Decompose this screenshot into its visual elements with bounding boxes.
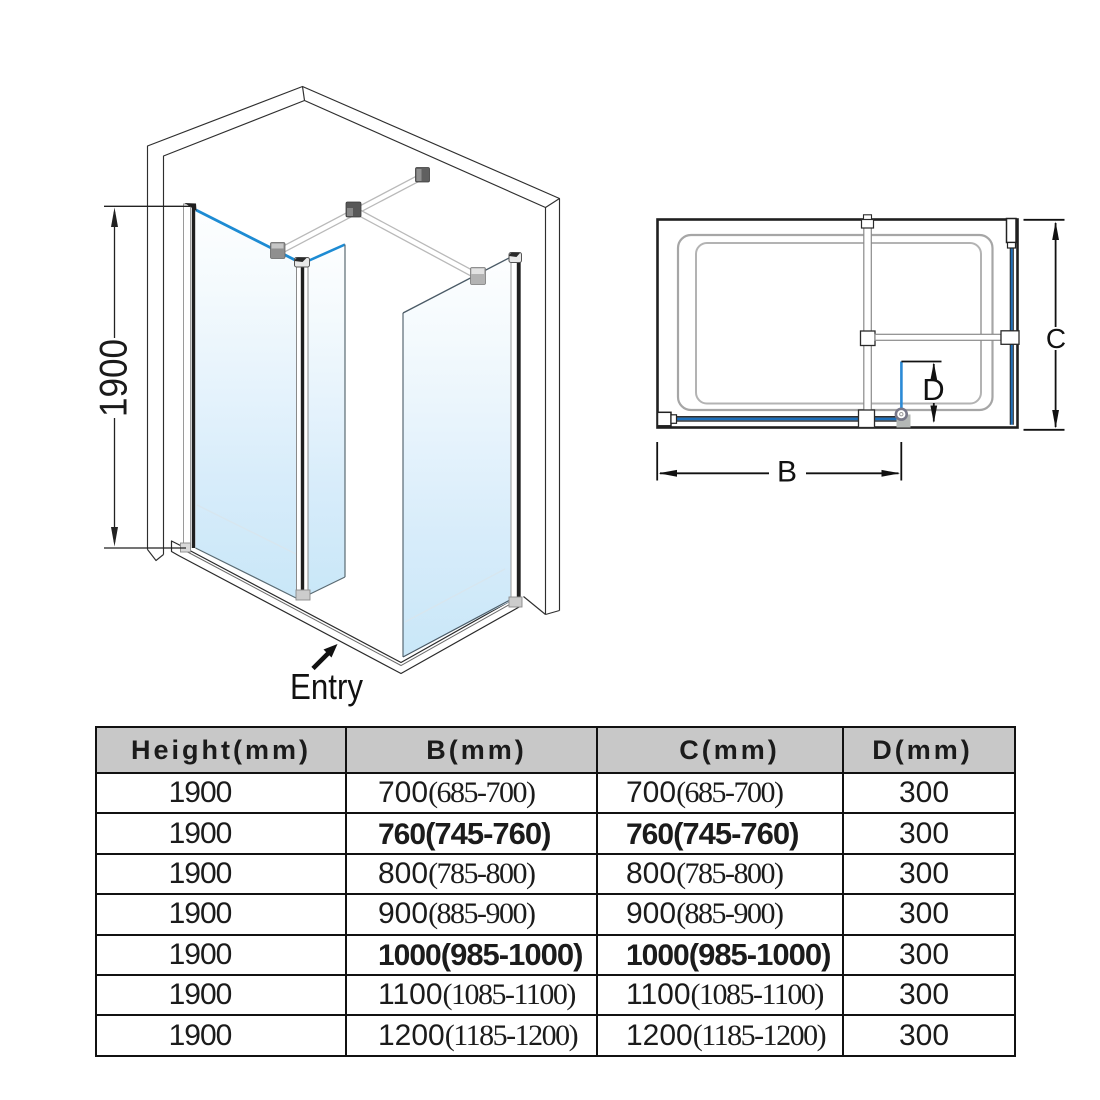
- svg-text:D: D: [922, 372, 944, 407]
- svg-text:1900: 1900: [93, 339, 136, 417]
- svg-text:B: B: [777, 456, 797, 489]
- svg-text:C: C: [1046, 323, 1066, 354]
- svg-text:Entry: Entry: [290, 666, 363, 707]
